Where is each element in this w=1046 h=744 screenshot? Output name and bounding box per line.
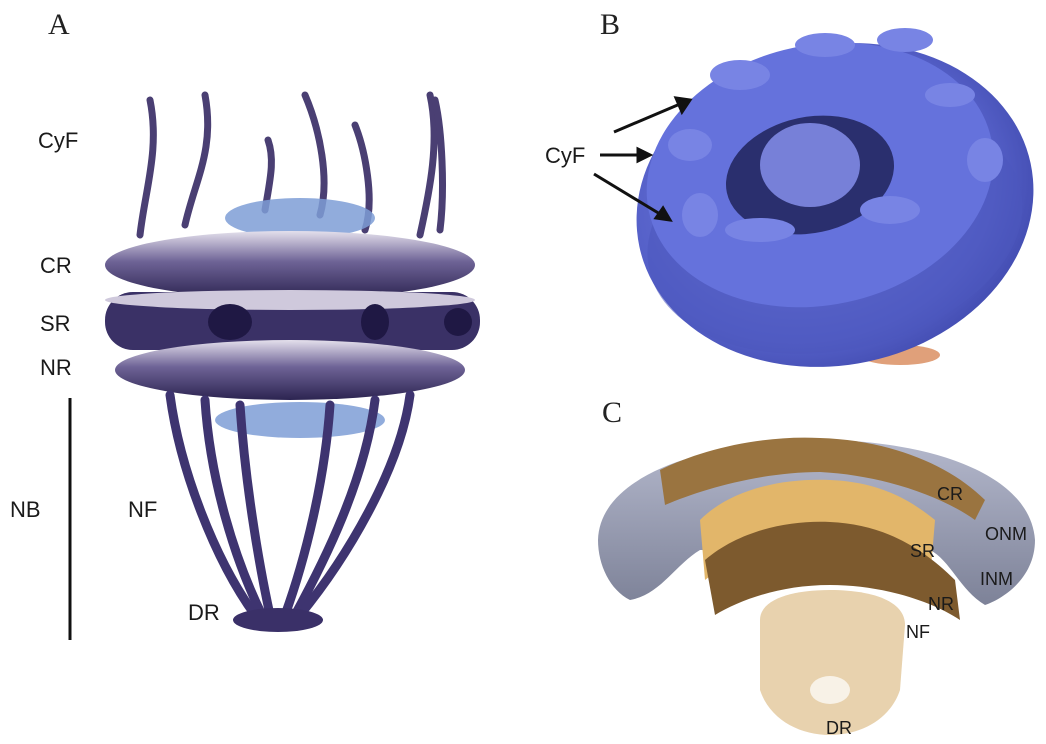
panel-a-artwork (70, 95, 480, 640)
label-a-sr: SR (40, 311, 71, 337)
panel-c-artwork (598, 438, 1035, 735)
label-c-sr: SR (910, 541, 935, 562)
panel-b-letter: B (600, 8, 620, 42)
label-c-dr: DR (826, 718, 852, 739)
label-c-cr: CR (937, 484, 963, 505)
label-c-inm: INM (980, 569, 1013, 590)
label-b-cyf: CyF (545, 143, 585, 169)
label-c-onm: ONM (985, 524, 1027, 545)
label-a-nb: NB (10, 497, 41, 523)
label-c-nr: NR (928, 594, 954, 615)
label-c-nf: NF (906, 622, 930, 643)
label-a-cyf: CyF (38, 128, 78, 154)
label-a-nf: NF (128, 497, 157, 523)
panel-a-letter: A (48, 8, 70, 42)
label-a-nr: NR (40, 355, 72, 381)
label-a-dr: DR (188, 600, 220, 626)
panel-c-letter: C (602, 396, 622, 430)
panel-b-artwork (594, 7, 1046, 403)
label-a-cr: CR (40, 253, 72, 279)
